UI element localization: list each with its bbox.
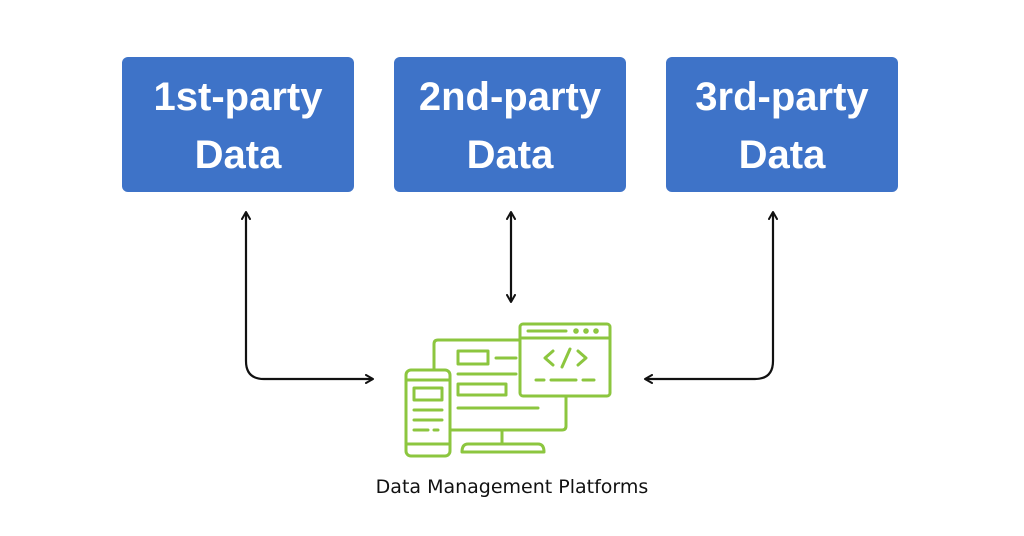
second-party-data-box: 2nd-party Data [394, 57, 626, 192]
first-party-label-line2: Data [194, 132, 282, 177]
computer-and-mobile-code-icon [404, 322, 612, 458]
third-party-data-label: 3rd-party Data [695, 68, 868, 184]
second-party-label-line1: 2nd-party [418, 74, 602, 119]
first-party-data-label: 1st-party Data [154, 68, 323, 184]
third-party-label-line1: 3rd-party [695, 74, 869, 119]
left-connector-arrow [241, 211, 374, 384]
first-party-label-line1: 1st-party [153, 74, 323, 119]
right-connector-arrow [644, 211, 778, 384]
platform-label: Data Management Platforms [375, 476, 649, 498]
first-party-data-box: 1st-party Data [122, 57, 354, 192]
third-party-data-box: 3rd-party Data [666, 57, 898, 192]
second-party-label-line2: Data [466, 132, 554, 177]
third-party-label-line2: Data [738, 132, 826, 177]
second-party-data-label: 2nd-party Data [419, 68, 601, 184]
